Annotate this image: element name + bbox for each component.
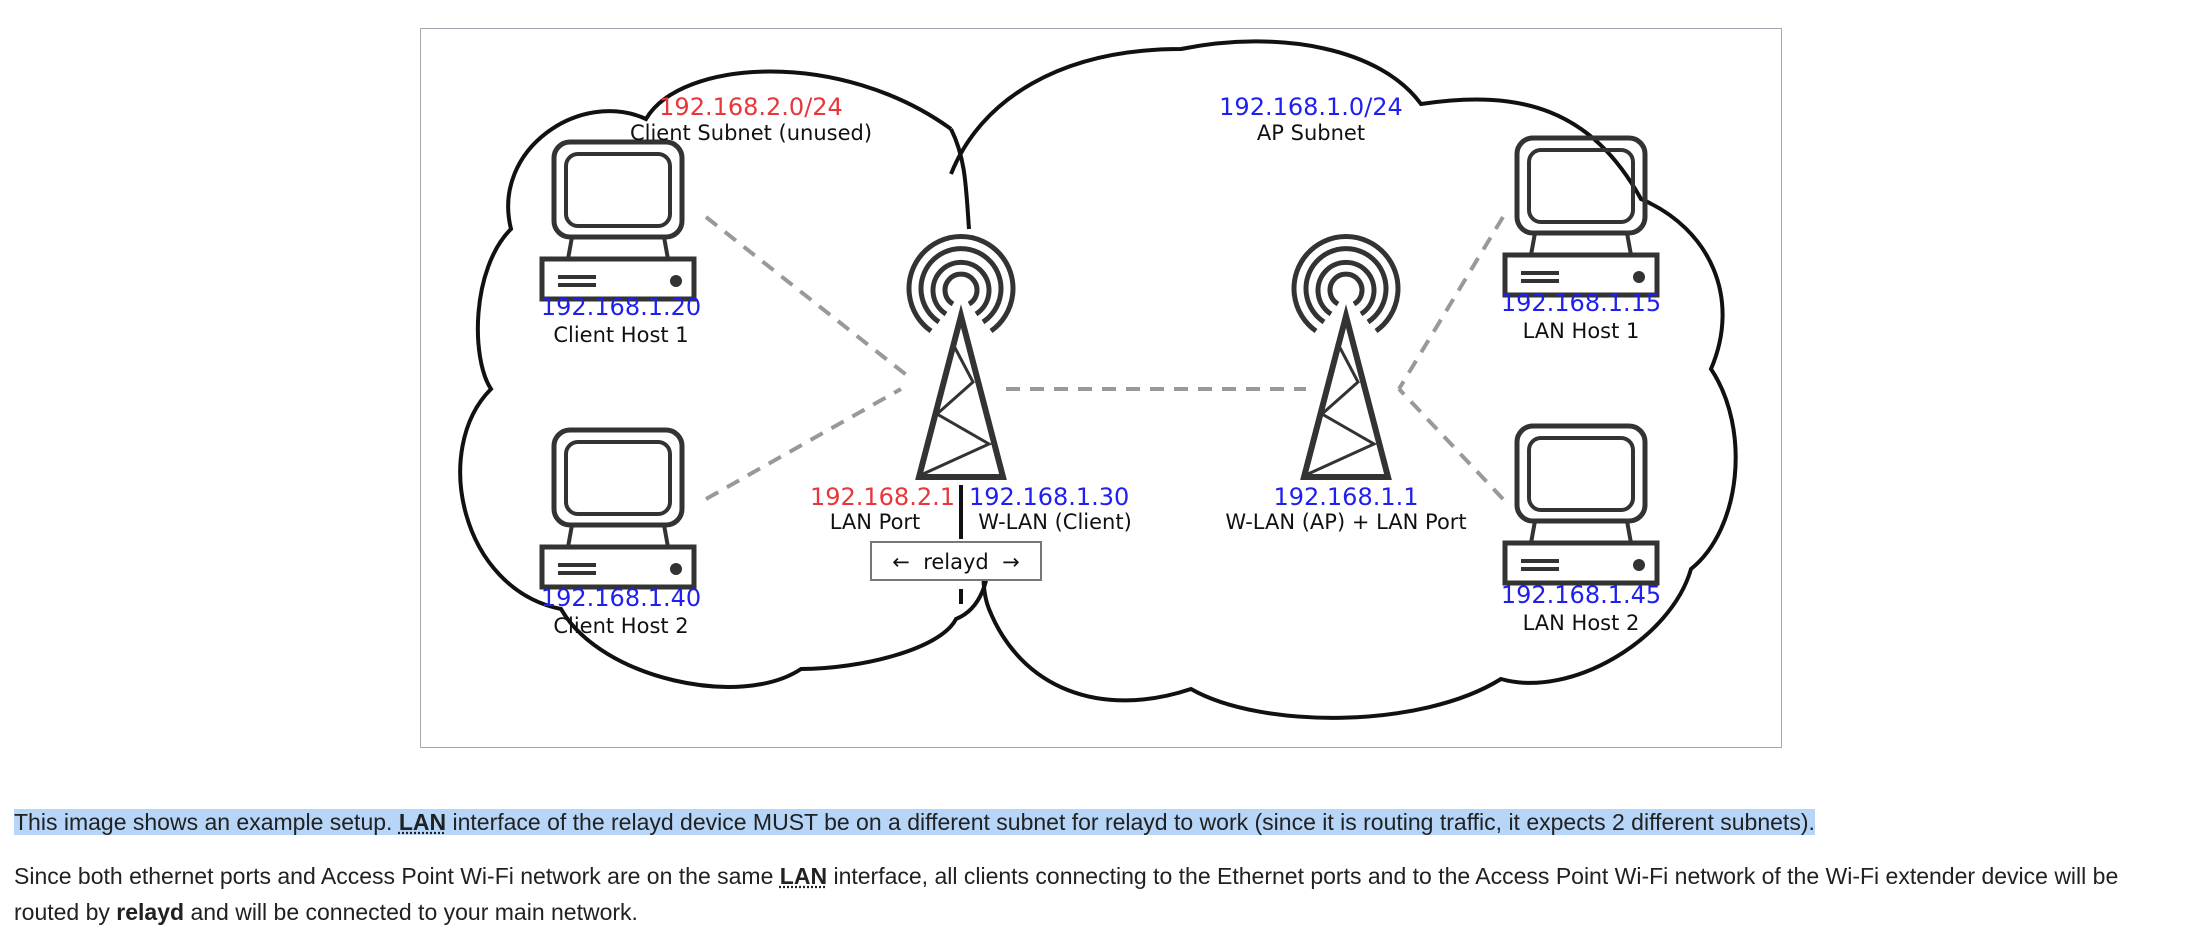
lan-host-2-computer-icon [1505, 426, 1657, 583]
lan-host-1-computer-icon [1505, 138, 1657, 295]
relayd-label: ← relayd → [892, 550, 1019, 574]
ap-ip: 192.168.1.1 [1273, 483, 1418, 511]
lan-port-ip: 192.168.2.1 [810, 483, 955, 511]
relayd-tower-icon [909, 237, 1013, 477]
caption-paragraph: This image shows an example setup. LAN i… [14, 804, 1815, 840]
ap-label: W-LAN (AP) + LAN Port [1225, 510, 1466, 534]
highlighted-caption: This image shows an example setup. LAN i… [14, 809, 1815, 835]
relayd-bold: relayd [116, 899, 184, 925]
explanation-paragraph: Since both ethernet ports and Access Poi… [14, 858, 2174, 930]
client-host-1-label: Client Host 1 [553, 323, 688, 347]
ap-tower-icon [1294, 237, 1398, 477]
lan-host-1-ip: 192.168.1.15 [1501, 289, 1661, 317]
lan-port-label: LAN Port [830, 510, 921, 534]
lan-abbreviation-2[interactable]: LAN [780, 863, 827, 889]
wlan-client-label: W-LAN (Client) [978, 510, 1132, 534]
wlan-client-ip: 192.168.1.30 [969, 483, 1129, 511]
ap-subnet-label: AP Subnet [1257, 121, 1365, 145]
network-diagram: 192.168.2.0/24 Client Subnet (unused) 19… [420, 28, 1782, 748]
lan-host-2-ip: 192.168.1.45 [1501, 581, 1661, 609]
lan-host-1-label: LAN Host 1 [1523, 319, 1640, 343]
lan-host-2-label: LAN Host 2 [1523, 611, 1640, 635]
client-subnet-label: Client Subnet (unused) [630, 121, 872, 145]
client-host-1-ip: 192.168.1.20 [541, 293, 701, 321]
lan-abbreviation[interactable]: LAN [399, 809, 446, 835]
client-host-1-computer-icon [542, 142, 694, 299]
client-host-2-computer-icon [542, 430, 694, 587]
client-subnet-cloud [460, 72, 989, 687]
client-host-2-label: Client Host 2 [553, 614, 688, 638]
client-subnet-ip: 192.168.2.0/24 [659, 93, 843, 121]
client-host-2-ip: 192.168.1.40 [541, 584, 701, 612]
ap-subnet-ip: 192.168.1.0/24 [1219, 93, 1403, 121]
